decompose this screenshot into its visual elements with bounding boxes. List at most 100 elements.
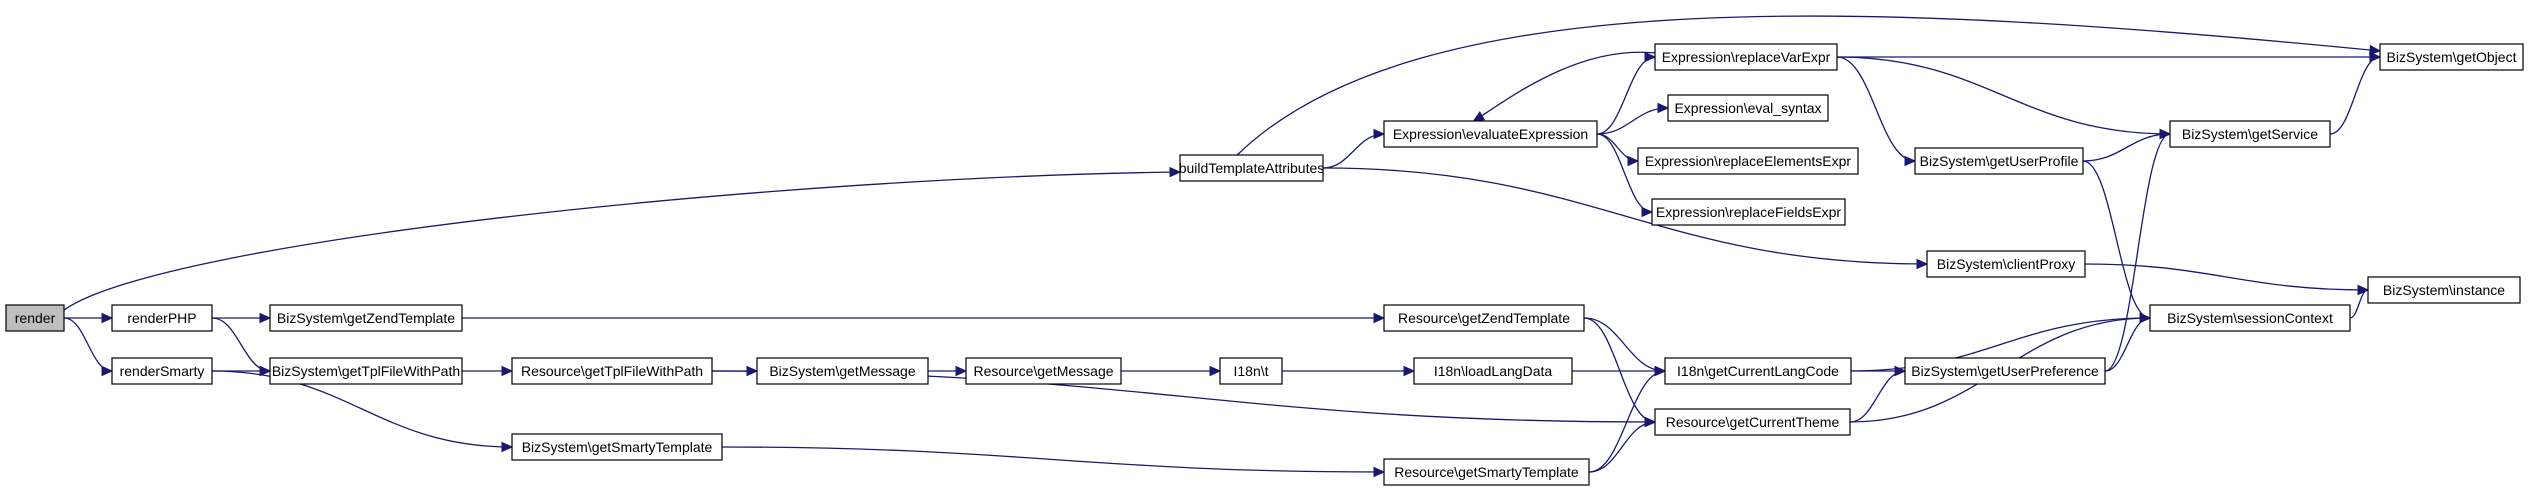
node-i18n-get-current-lang-code[interactable]: I18n\getCurrentLangCode bbox=[1664, 357, 1852, 385]
arrowhead-icon bbox=[1169, 166, 1182, 178]
node-label: I18n\loadLangData bbox=[1434, 363, 1553, 379]
node-bs-get-zend-template[interactable]: BizSystem\getZendTemplate bbox=[269, 304, 463, 332]
node-res-get-zend-template[interactable]: Resource\getZendTemplate bbox=[1383, 304, 1585, 332]
edge-bs-get-message-to-res-get-message bbox=[927, 365, 968, 377]
edge-line bbox=[1322, 133, 1385, 169]
node-bs-get-user-preference[interactable]: BizSystem\getUserPreference bbox=[1904, 357, 2106, 385]
edge-bs-get-user-preference-to-bs-get-service bbox=[2104, 128, 2172, 372]
node-label: Expression\replaceElementsExpr bbox=[1645, 153, 1852, 169]
edge-line bbox=[1588, 421, 1656, 473]
edge-line bbox=[2082, 133, 2171, 162]
arrowhead-icon bbox=[259, 365, 272, 377]
node-bs-session-context[interactable]: BizSystem\sessionContext bbox=[2149, 304, 2351, 332]
node-label: Resource\getTplFileWithPath bbox=[521, 363, 703, 379]
node-res-get-current-theme[interactable]: Resource\getCurrentTheme bbox=[1654, 408, 1851, 436]
node-box bbox=[756, 357, 929, 385]
node-label: renderPHP bbox=[127, 310, 196, 326]
node-box bbox=[1383, 304, 1585, 332]
node-label: BizSystem\instance bbox=[2383, 282, 2505, 298]
edge-build-template-attributes-to-bs-get-object bbox=[1236, 15, 2382, 156]
node-bs-get-object[interactable]: BizSystem\getObject bbox=[2379, 43, 2524, 71]
edge-render-to-render-php bbox=[64, 312, 114, 324]
edge-bs-get-user-profile-to-bs-session-context bbox=[2082, 160, 2152, 324]
arrowhead-icon bbox=[101, 365, 114, 377]
arrowhead-icon bbox=[1894, 365, 1907, 377]
call-nodes: render renderPHP renderSmarty buildTemplate… bbox=[5, 43, 2524, 486]
node-expr-eval-syntax[interactable]: Expression\eval_syntax bbox=[1667, 94, 1829, 122]
node-bs-get-smarty-template[interactable]: BizSystem\getSmartyTemplate bbox=[511, 433, 723, 461]
edge-line bbox=[1596, 56, 1656, 135]
node-box bbox=[511, 357, 713, 385]
edge-line bbox=[1322, 167, 1928, 265]
node-bs-get-service[interactable]: BizSystem\getService bbox=[2169, 120, 2331, 148]
node-box bbox=[1383, 458, 1590, 486]
node-expr-replace-var-expr[interactable]: Expression\replaceVarExpr bbox=[1654, 43, 1838, 71]
edge-i18n-t-to-i18n-load-lang-data bbox=[1281, 365, 1416, 377]
edge-res-get-message-to-i18n-t bbox=[1120, 365, 1222, 377]
node-render[interactable]: render bbox=[5, 304, 65, 332]
node-expr-replace-fields-expr[interactable]: Expression\replaceFieldsExpr bbox=[1651, 198, 1846, 226]
node-render-smarty[interactable]: renderSmarty bbox=[111, 357, 213, 385]
edge-res-get-current-theme-to-bs-get-user-preference bbox=[1849, 365, 1907, 423]
node-label: BizSystem\getSmartyTemplate bbox=[522, 439, 713, 455]
edge-render-to-render-smarty bbox=[63, 317, 114, 377]
node-label: BizSystem\getUserPreference bbox=[1911, 363, 2099, 379]
edge-build-template-attributes-to-bs-client-proxy bbox=[1322, 167, 1929, 270]
edge-bs-get-tpl-file-with-path-to-res-get-tpl-file-with-path bbox=[461, 365, 514, 377]
arrowhead-icon bbox=[1373, 312, 1386, 324]
edge-expr-replace-var-expr-to-expr-evaluate-expression bbox=[1472, 51, 1656, 122]
edge-line bbox=[1836, 56, 2171, 135]
edge-line bbox=[1588, 370, 1666, 473]
node-expr-replace-elements-expr[interactable]: Expression\replaceElementsExpr bbox=[1637, 147, 1859, 175]
edge-res-get-smarty-template-to-i18n-get-current-lang-code bbox=[1588, 365, 1667, 473]
node-label: render bbox=[15, 310, 56, 326]
edge-bs-get-smarty-template-to-res-get-smarty-template bbox=[721, 446, 1386, 478]
arrowhead-icon bbox=[955, 365, 968, 377]
node-box bbox=[2149, 304, 2351, 332]
edge-line bbox=[1836, 56, 1916, 162]
edge-expr-replace-var-expr-to-bs-get-service bbox=[1836, 56, 2172, 140]
edge-line bbox=[2104, 317, 2151, 372]
arrowhead-icon bbox=[1644, 51, 1657, 63]
node-bs-get-tpl-file-with-path[interactable]: BizSystem\getTplFileWithPath bbox=[269, 357, 463, 385]
edge-expr-evaluate-expression-to-expr-replace-var-expr bbox=[1596, 51, 1657, 135]
node-bs-client-proxy[interactable]: BizSystem\clientProxy bbox=[1926, 250, 2086, 278]
arrowhead-icon bbox=[1373, 128, 1386, 140]
node-label: Resource\getSmartyTemplate bbox=[1394, 464, 1579, 480]
edge-bs-get-user-preference-to-bs-session-context bbox=[2104, 312, 2152, 372]
node-box bbox=[269, 357, 463, 385]
edge-line bbox=[2082, 160, 2151, 319]
edge-line bbox=[2084, 263, 2369, 291]
node-box bbox=[1654, 43, 1838, 71]
node-box bbox=[965, 357, 1122, 385]
node-res-get-tpl-file-with-path[interactable]: Resource\getTplFileWithPath bbox=[511, 357, 713, 385]
edge-bs-session-context-to-bs-instance bbox=[2349, 284, 2370, 319]
node-res-get-message[interactable]: Resource\getMessage bbox=[965, 357, 1122, 385]
edge-line bbox=[211, 317, 271, 372]
edge-line bbox=[1473, 51, 1656, 122]
edge-build-template-attributes-to-expr-evaluate-expression bbox=[1322, 128, 1386, 169]
arrowhead-icon bbox=[501, 365, 514, 377]
arrowhead-icon bbox=[259, 312, 272, 324]
node-res-get-smarty-template[interactable]: Resource\getSmartyTemplate bbox=[1383, 458, 1590, 486]
node-label: BizSystem\getMessage bbox=[769, 363, 915, 379]
node-bs-get-user-profile[interactable]: BizSystem\getUserProfile bbox=[1914, 147, 2084, 175]
node-build-template-attributes[interactable]: buildTemplateAttributes bbox=[1179, 154, 1325, 182]
edge-res-get-smarty-template-to-res-get-current-theme bbox=[1588, 416, 1657, 473]
node-label: Resource\getZendTemplate bbox=[1398, 310, 1570, 326]
node-box bbox=[2169, 120, 2331, 148]
edge-line bbox=[2104, 133, 2171, 372]
node-bs-instance[interactable]: BizSystem\instance bbox=[2367, 276, 2521, 304]
edge-bs-client-proxy-to-bs-instance bbox=[2084, 263, 2370, 296]
node-label: renderSmarty bbox=[120, 363, 205, 379]
edge-bs-get-service-to-bs-get-object bbox=[2329, 51, 2382, 135]
node-label: Expression\replaceVarExpr bbox=[1662, 49, 1831, 65]
node-box bbox=[1219, 357, 1283, 385]
node-bs-get-message[interactable]: BizSystem\getMessage bbox=[756, 357, 929, 385]
node-i18n-t[interactable]: I18n\t bbox=[1219, 357, 1283, 385]
node-expr-evaluate-expression[interactable]: Expression\evaluateExpression bbox=[1383, 120, 1598, 148]
node-box bbox=[111, 304, 213, 332]
node-i18n-load-lang-data[interactable]: I18n\loadLangData bbox=[1413, 357, 1573, 385]
edge-render-to-build-template-attributes bbox=[63, 166, 1182, 311]
node-render-php[interactable]: renderPHP bbox=[111, 304, 213, 332]
